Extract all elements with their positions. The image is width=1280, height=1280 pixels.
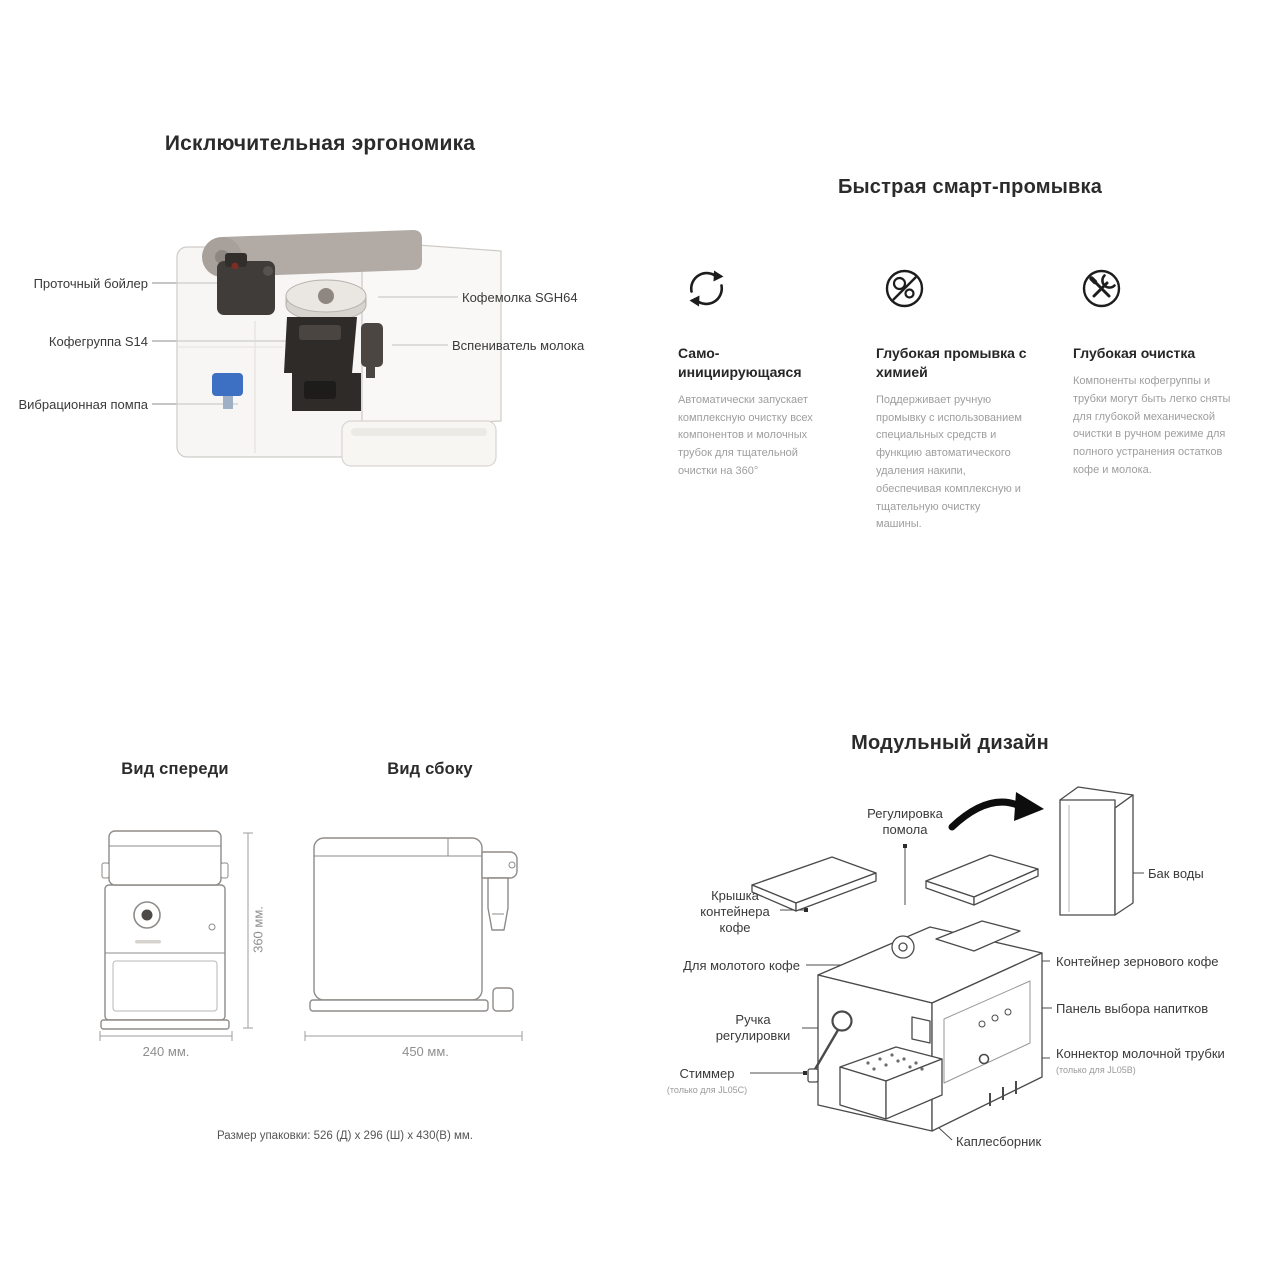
milk-connector-text: Коннектор молочной трубки — [1056, 1046, 1225, 1061]
feature-text: Компоненты кофегруппы и трубки могут быт… — [1073, 374, 1231, 476]
smart-wash-title: Быстрая смарт-промывка — [837, 176, 1103, 198]
label-coffee-lid: Крышка контейнера кофе — [700, 888, 770, 935]
side-view-drawing — [309, 837, 518, 1012]
deep-wash-chemical-icon — [885, 269, 924, 308]
ergonomics-title: Исключительная эргономика — [164, 132, 476, 155]
modular-design-diagram — [751, 786, 1134, 1132]
removal-arrow — [948, 798, 1026, 831]
steamer-note: (только для JL05C) — [666, 1084, 748, 1095]
dimension-side-depth: 450 мм. — [402, 1044, 449, 1059]
self-clean-cycle-icon — [689, 270, 724, 307]
label-grind-adjust: Регулировка помола — [867, 806, 943, 837]
feature-deep-wash: Глубокая промывка с химией Поддерживает … — [876, 260, 1028, 534]
feature-text: Поддерживает ручную промывку с использов… — [876, 393, 1022, 531]
front-view-title: Вид спереди — [121, 760, 229, 778]
deep-clean-tools-icon — [1082, 269, 1121, 308]
label-grinder: Кофемолка SGH64 — [462, 290, 578, 305]
feature-heading: Глубокая очистка — [1073, 345, 1196, 361]
label-bean-container: Контейнер зернового кофе — [1056, 954, 1219, 969]
feature-text: Автоматически запускает комплексную очис… — [678, 393, 813, 478]
feature-self-initiating: Само-инициирующаяся Автоматически запуск… — [678, 260, 826, 481]
label-adjust-knob: Ручка регулировки — [715, 1012, 791, 1043]
exploded-machine-illustration — [176, 230, 502, 467]
front-view-drawing — [100, 830, 230, 1030]
side-view-title: Вид сбоку — [387, 760, 473, 778]
label-vibration-pump: Вибрационная помпа — [18, 397, 149, 412]
label-drink-panel: Панель выбора напитков — [1056, 1001, 1209, 1016]
label-coffee-group: Кофегруппа S14 — [48, 334, 148, 349]
feature-heading: Само-инициирующаяся — [678, 345, 802, 380]
feature-deep-clean: Глубокая очистка Компоненты кофегруппы и… — [1073, 260, 1241, 480]
label-ground-coffee: Для молотого кофе — [683, 958, 800, 973]
label-steamer: Стиммер (только для JL05C) — [664, 1066, 750, 1096]
feature-heading: Глубокая промывка с химией — [876, 345, 1027, 380]
label-drip-tray: Каплесборник — [956, 1134, 1042, 1149]
label-milk-frother: Вспениватель молока — [452, 338, 585, 353]
label-milk-connector: Коннектор молочной трубки (только для JL… — [1056, 1046, 1246, 1076]
milk-connector-note: (только для JL05B) — [1056, 1064, 1136, 1075]
modular-title: Модульный дизайн — [851, 732, 1049, 754]
label-flow-boiler: Проточный бойлер — [33, 276, 148, 291]
label-water-tank: Бак воды — [1148, 866, 1204, 881]
dimension-front-width: 240 мм. — [142, 1044, 190, 1059]
steamer-text: Стиммер — [679, 1066, 735, 1081]
package-size-note: Размер упаковки: 526 (Д) x 296 (Ш) x 430… — [216, 1130, 473, 1142]
